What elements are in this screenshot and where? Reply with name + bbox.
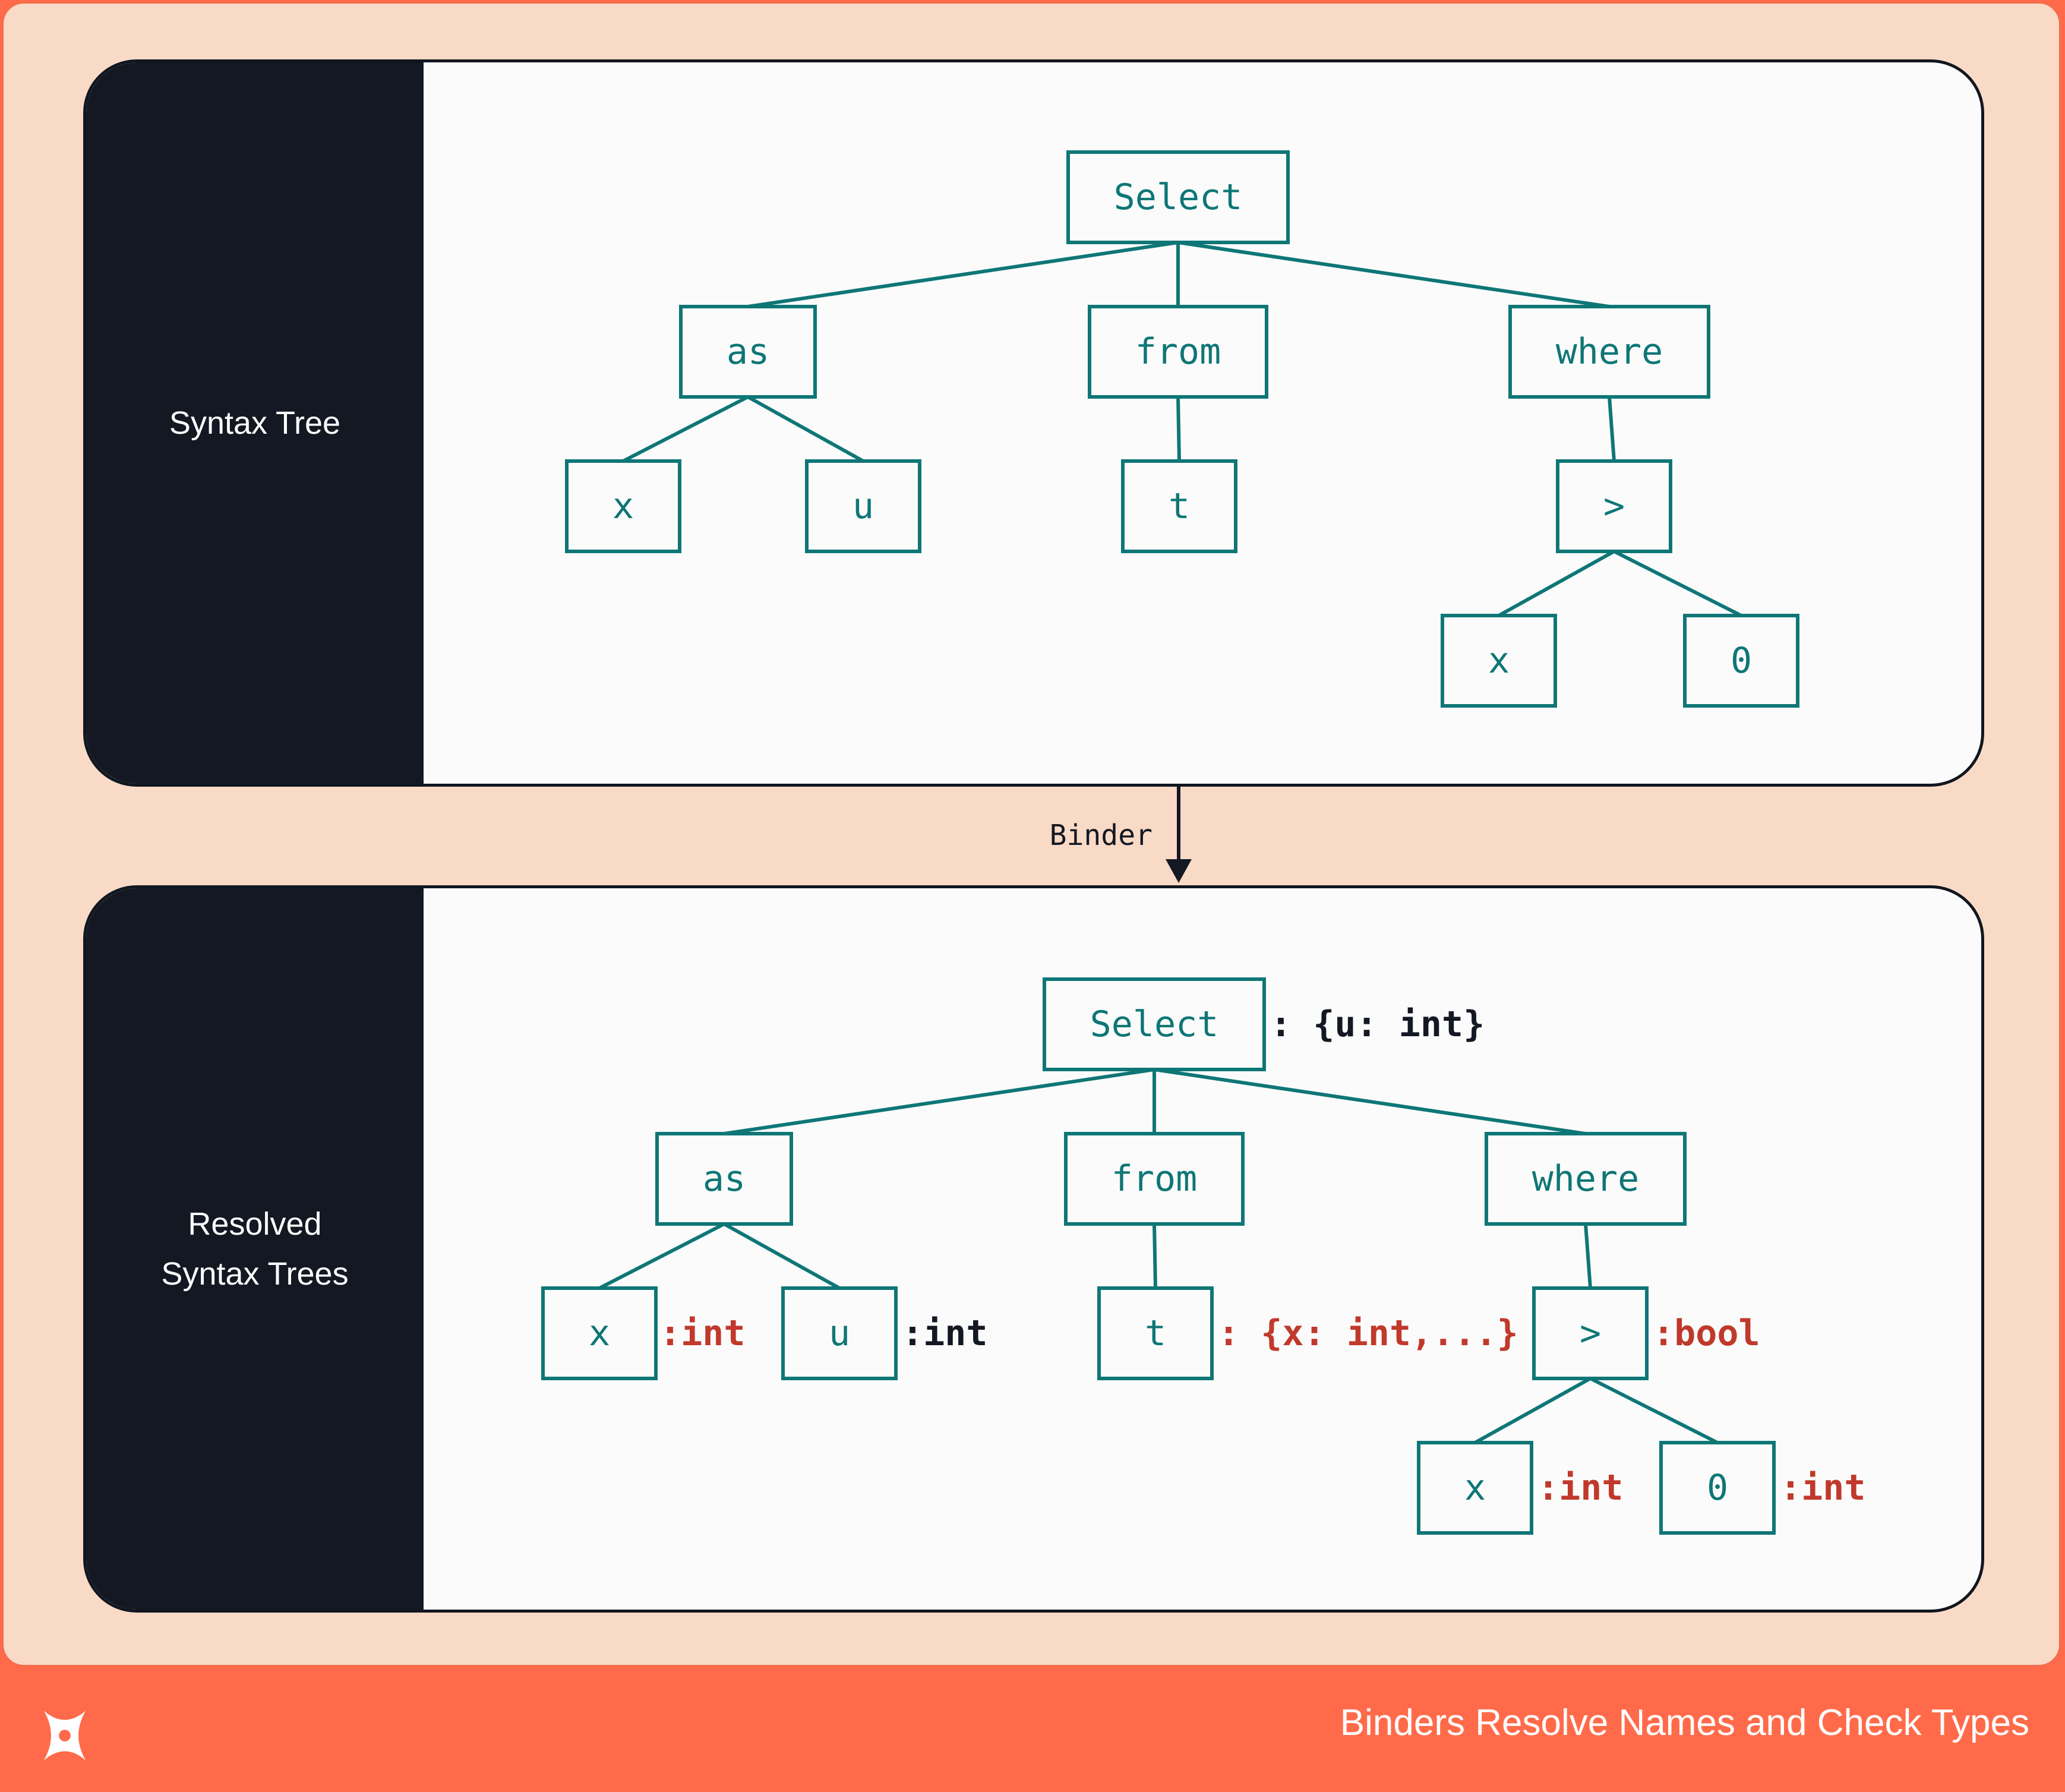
syntax-tree-edge-gt-gt-x bbox=[1498, 550, 1615, 617]
resolved-tree-node-as-u-box bbox=[781, 1286, 898, 1380]
syntax-tree-node-from-box bbox=[1088, 305, 1268, 399]
resolved-tree-node-as-u-label: u bbox=[829, 1313, 850, 1354]
resolved-tree-node-gt-type-annotation: :bool bbox=[1653, 1313, 1760, 1354]
resolved-tree-node-from-t-type-annotation: : {x: int,...} bbox=[1218, 1313, 1518, 1354]
syntax-tree-panel: Syntax Tree bbox=[83, 59, 1984, 787]
resolved-tree-node-gt-box bbox=[1532, 1286, 1649, 1380]
resolved-tree-node-as-x-label: x bbox=[589, 1313, 610, 1354]
resolved-tree-node-gt-0-box bbox=[1659, 1441, 1776, 1535]
binder-arrow-head bbox=[1166, 859, 1192, 883]
syntax-tree-node-gt-0-box bbox=[1683, 614, 1799, 708]
syntax-tree-node-select-label: Select bbox=[1114, 176, 1243, 218]
syntax-tree-node-as-u-label: u bbox=[852, 485, 874, 527]
syntax-tree-node-as-label: as bbox=[727, 331, 769, 373]
resolved-tree-node-select-label: Select bbox=[1090, 1004, 1219, 1045]
syntax-tree-edge-from-from-t bbox=[1176, 396, 1181, 462]
resolved-tree-edge-select-where bbox=[1154, 1068, 1586, 1135]
resolved-tree-node-gt-0-type-annotation: :int bbox=[1780, 1467, 1866, 1509]
syntax-tree-node-gt-0-label: 0 bbox=[1731, 640, 1752, 682]
resolved-tree-node-gt-x-label: x bbox=[1464, 1467, 1486, 1509]
syntax-tree-node-as-x-box bbox=[565, 459, 681, 553]
syntax-tree-node-gt-box bbox=[1556, 459, 1672, 553]
footer: Binders Resolve Names and Check Types bbox=[0, 1667, 2065, 1792]
syntax-tree-edge-gt-gt-0 bbox=[1613, 550, 1742, 617]
binder-arrow-label: Binder bbox=[1050, 819, 1153, 852]
syntax-tree-node-as-box bbox=[679, 305, 817, 399]
syntax-tree-node-from-t-label: t bbox=[1169, 485, 1190, 527]
resolved-tree-node-as-x-type-annotation: :int bbox=[659, 1313, 746, 1354]
syntax-tree-edge-select-as bbox=[747, 241, 1179, 308]
resolved-tree-edge-from-from-t bbox=[1153, 1223, 1157, 1289]
resolved-tree-node-select-type-annotation: : {u: int} bbox=[1270, 1004, 1485, 1045]
syntax-tree-node-as-u-box bbox=[805, 459, 921, 553]
syntax-tree-label: Syntax Tree bbox=[86, 62, 424, 784]
resolved-tree-edge-as-as-u bbox=[723, 1222, 841, 1290]
resolved-tree-label: Resolved Syntax Trees bbox=[86, 888, 424, 1610]
resolved-tree-edge-where-gt bbox=[1584, 1223, 1592, 1289]
resolved-tree-node-as-box bbox=[655, 1132, 793, 1226]
resolved-tree-node-from-label: from bbox=[1112, 1158, 1198, 1200]
resolved-tree-node-from-t-label: t bbox=[1145, 1313, 1166, 1354]
syntax-tree-node-gt-x-box bbox=[1441, 614, 1557, 708]
resolved-tree-node-as-label: as bbox=[703, 1158, 746, 1200]
resolved-tree-node-gt-x-box bbox=[1417, 1441, 1533, 1535]
resolved-tree-node-as-x-box bbox=[541, 1286, 658, 1380]
resolved-tree-node-where-label: where bbox=[1532, 1158, 1640, 1200]
syntax-tree-edge-as-as-u bbox=[747, 395, 864, 463]
resolved-tree-edge-gt-gt-x bbox=[1474, 1377, 1592, 1444]
syntax-tree-node-where-label: where bbox=[1556, 331, 1663, 373]
resolved-tree-node-gt-x-type-annotation: :int bbox=[1537, 1467, 1624, 1509]
x-logo-icon bbox=[43, 1711, 86, 1761]
resolved-tree-node-from-t-box bbox=[1097, 1286, 1214, 1380]
syntax-tree-node-gt-label: > bbox=[1603, 485, 1625, 527]
resolved-tree-node-where-box bbox=[1485, 1132, 1687, 1226]
resolved-tree-edge-as-as-x bbox=[598, 1222, 725, 1290]
resolved-tree-node-from-box bbox=[1064, 1132, 1245, 1226]
syntax-tree-node-gt-x-label: x bbox=[1488, 640, 1510, 682]
footer-title: Binders Resolve Names and Check Types bbox=[1340, 1702, 2029, 1743]
syntax-tree-node-as-x-label: x bbox=[612, 485, 634, 527]
resolved-tree-node-gt-0-label: 0 bbox=[1707, 1467, 1728, 1509]
syntax-tree-node-from-label: from bbox=[1135, 331, 1221, 373]
resolved-tree-edge-gt-gt-0 bbox=[1589, 1377, 1719, 1444]
resolved-tree-node-gt-label: > bbox=[1580, 1313, 1601, 1354]
syntax-tree-edge-as-as-x bbox=[622, 395, 749, 463]
syntax-tree-node-select-box bbox=[1066, 150, 1290, 244]
syntax-tree-edge-select-where bbox=[1177, 241, 1610, 308]
resolved-tree-node-select-box bbox=[1043, 977, 1266, 1071]
resolved-tree-node-as-u-type-annotation: :int bbox=[902, 1313, 988, 1354]
syntax-tree-node-from-t-box bbox=[1121, 459, 1237, 553]
syntax-tree-node-where-box bbox=[1508, 305, 1710, 399]
syntax-tree-edge-where-gt bbox=[1608, 396, 1616, 462]
resolved-tree-edge-select-as bbox=[724, 1068, 1155, 1135]
